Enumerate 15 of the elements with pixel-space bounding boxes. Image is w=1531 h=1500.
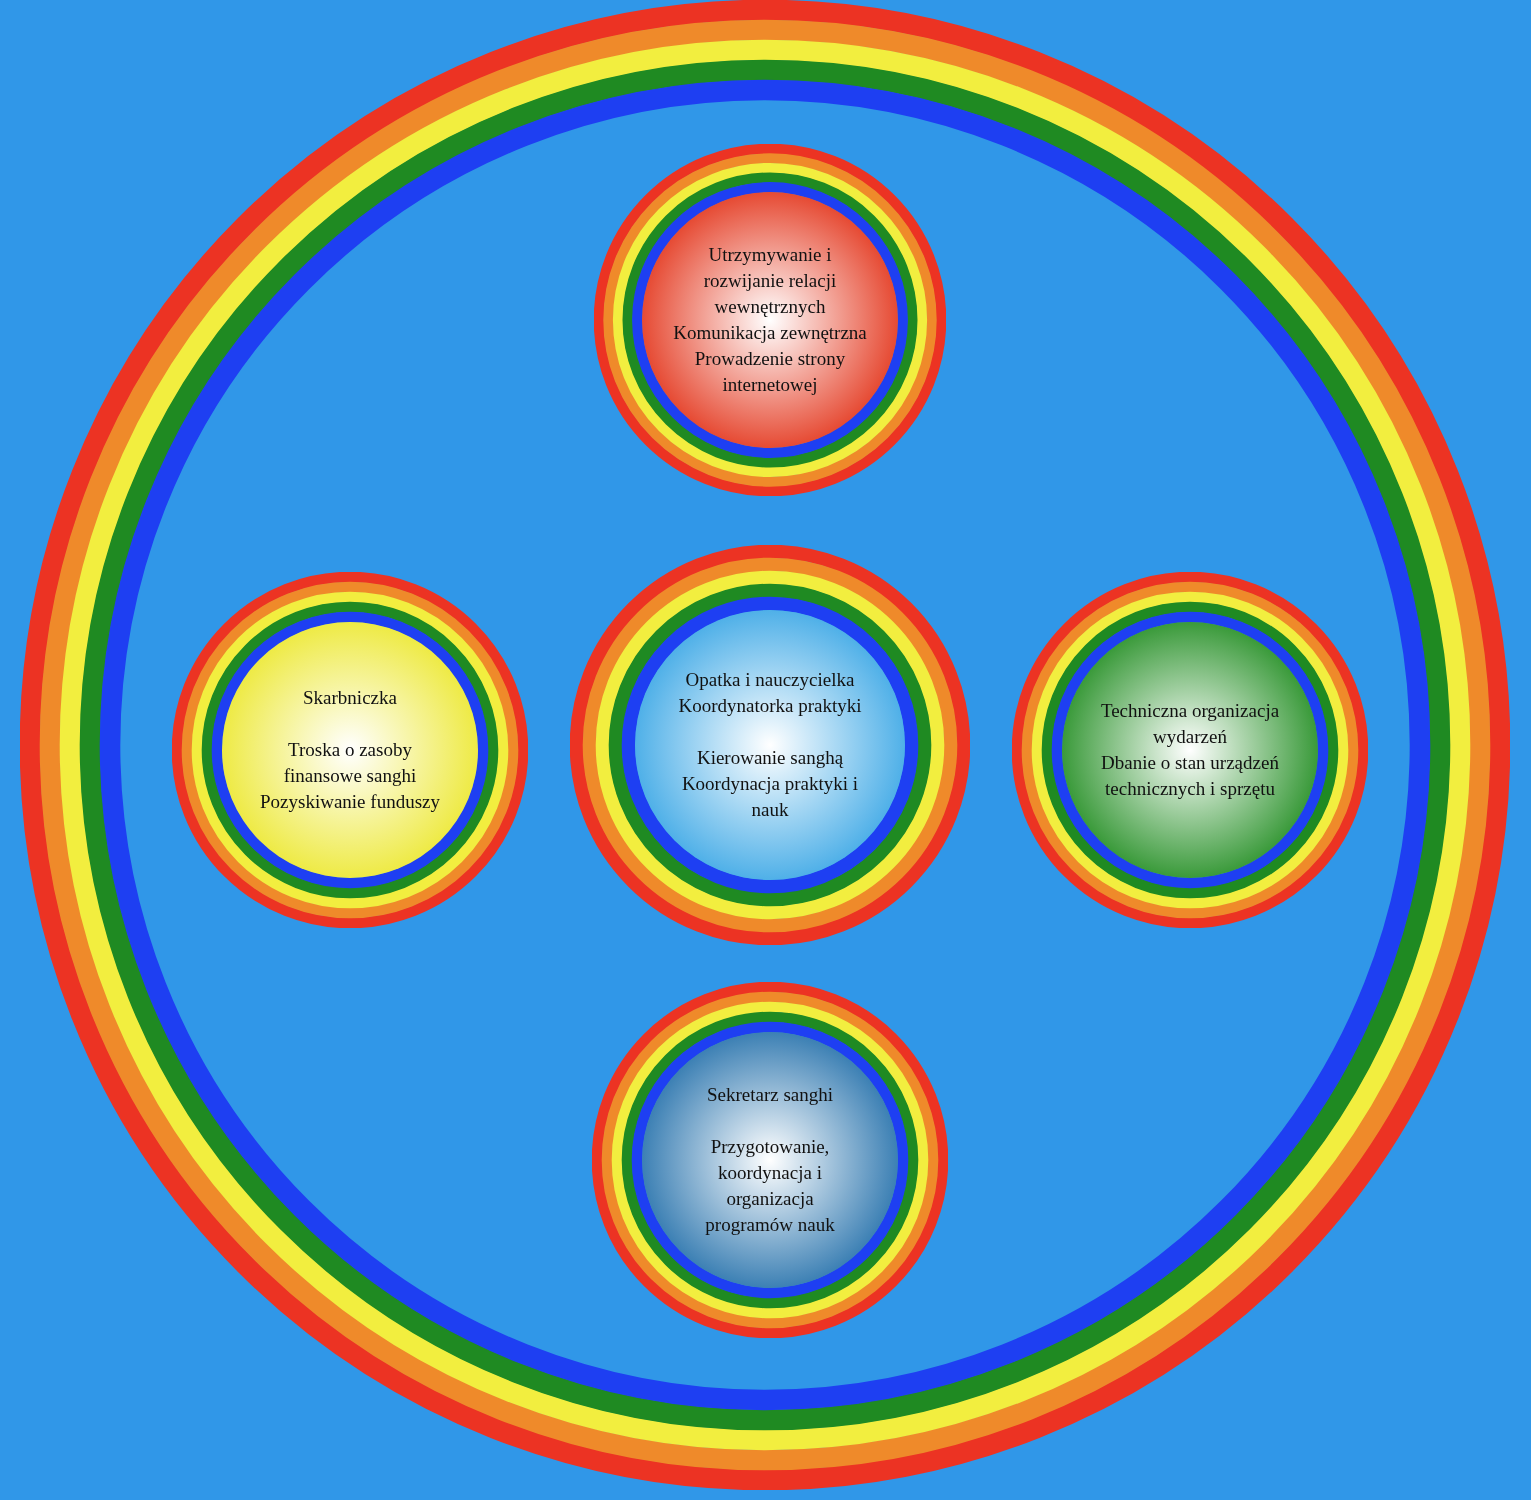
role-text: Techniczna organizacja wydarzeń — [1099, 699, 1281, 749]
role-text: Skarbniczka — [303, 686, 397, 710]
role-text: Dbanie o stan urządzeń technicznych i sprzętu — [1100, 751, 1280, 801]
role-text: Opatka i nauczycielka — [685, 668, 855, 692]
role-text: Prowadzenie strony internetowej — [693, 347, 847, 397]
role-text: Pozyskiwanie funduszy — [260, 790, 440, 814]
role-text: Sekretarz sanghi — [706, 1083, 834, 1107]
role-text: Kierowanie sanghą — [696, 746, 844, 770]
role-text: Komunikacja zewnętrzna — [673, 321, 867, 345]
rainbow-ring — [20, 0, 1510, 1490]
role-text: Utrzymywanie i rozwijanie relacji wewnętrznych — [702, 243, 838, 319]
role-text: Troska o zasoby finansowe sanghi — [282, 738, 418, 788]
role-text: Koordynatorka praktyki — [678, 694, 862, 718]
role-text: Koordynacja praktyki i nauk — [680, 772, 860, 822]
role-text: Przygotowanie, koordynacja i organizacja programów nauk — [704, 1135, 836, 1237]
